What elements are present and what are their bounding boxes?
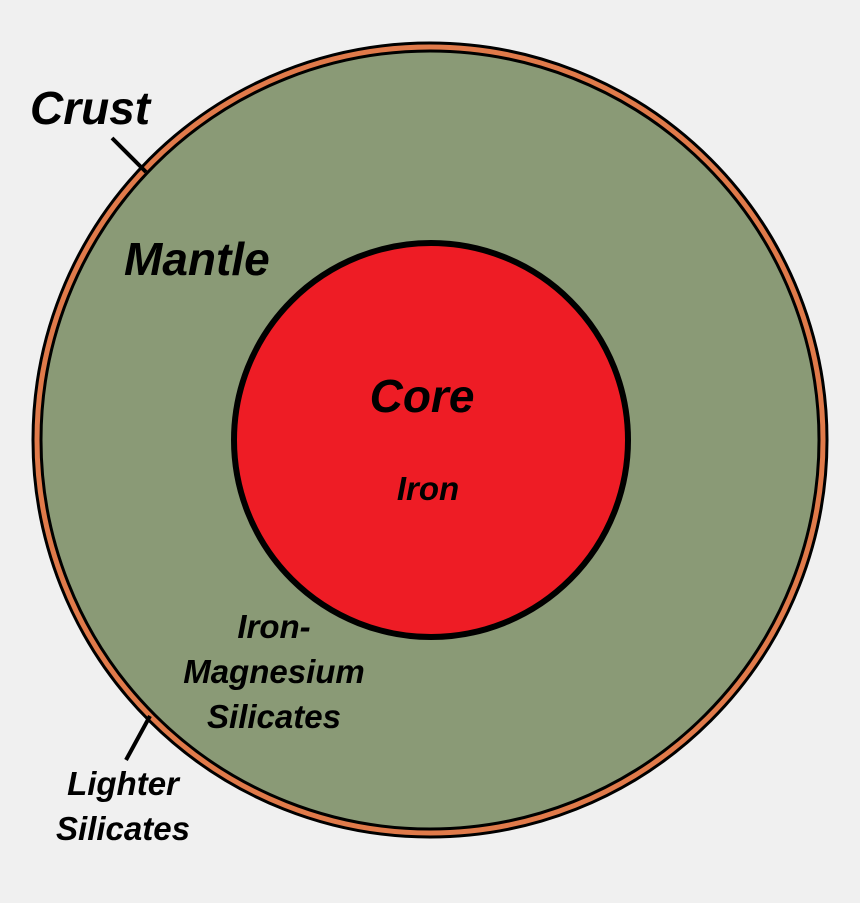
crust-label: Crust [30,82,152,134]
crust-composition-line-1: Lighter [67,765,181,802]
mantle-label: Mantle [124,233,270,285]
crust-leader-line [110,136,148,174]
mantle-composition-line-3: Silicates [207,698,341,735]
core-disc [231,240,631,640]
mantle-composition-line-1: Iron- [237,608,310,645]
crust-composition-line-2: Silicates [56,810,190,847]
core-label: Core [370,370,475,422]
mantle-composition-line-2: Magnesium [183,653,365,690]
core-composition-label: Iron [397,470,459,507]
lighter-silicates-leader-line [124,715,152,761]
